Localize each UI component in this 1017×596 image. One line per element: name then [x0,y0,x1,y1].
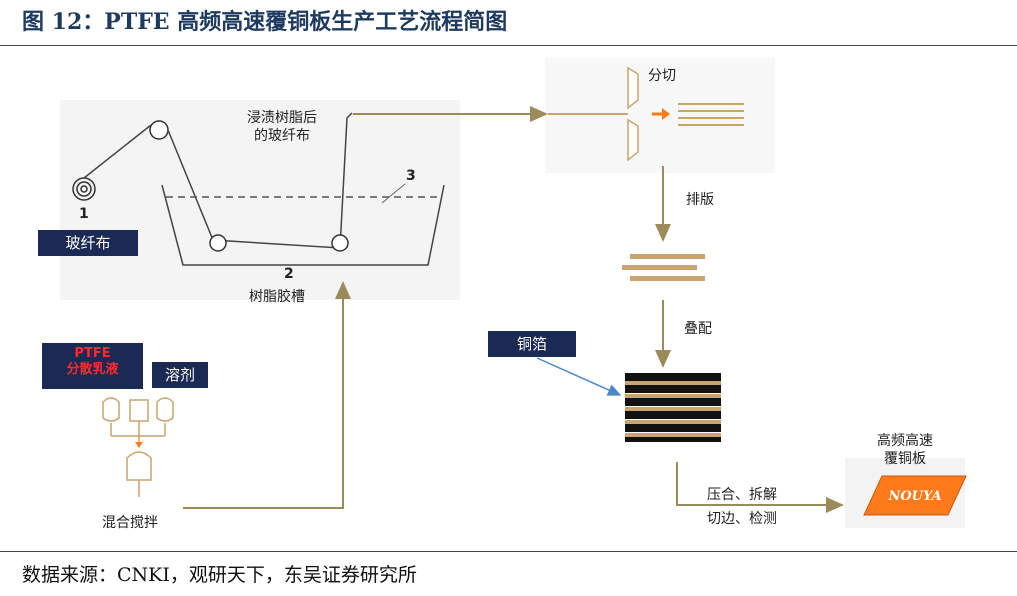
mixing-label: 混合搅拌 [102,515,158,531]
figure-title: 图 12：PTFE 高频高速覆铜板生产工艺流程简图 [22,9,508,35]
arrow-copper-foil [536,357,622,396]
brand-text: NOUYA [887,489,941,504]
copper-stack [625,373,721,442]
mixing-apparatus [102,397,174,497]
tank-pulley-left [209,234,227,252]
resin-tank [161,184,445,266]
cutting-label: 分切 [648,68,676,84]
solvent-label: 溶剂 [152,362,208,388]
glass-cloth-label: 玻纤布 [38,230,138,256]
press-line2: 切边、检测 [707,511,777,527]
top-pulley [149,120,169,140]
cutting-station [548,66,744,162]
top-rule [0,45,1017,46]
marker-3: 3 [406,168,416,184]
layout-label: 排版 [686,192,714,208]
laid-up-sheets [622,254,705,281]
marker-1: 1 [79,206,89,222]
press-line1: 压合、拆解 [707,487,777,503]
product-label: 高频高速 覆铜板 [862,432,948,468]
ptfe-emulsion-label: PTFE 分散乳液 [42,343,143,389]
mix-arrow-icon [135,442,143,448]
press-label: 压合、拆解 切边、检测 [690,483,794,531]
nouya-board: NOUYA [863,475,967,516]
impregnated-line1: 浸渍树脂后 [247,110,317,126]
product-line2: 覆铜板 [884,451,926,467]
product-line1: 高频高速 [877,433,933,449]
copper-foil-label: 铜箔 [488,331,576,357]
ptfe-line1: PTFE [74,346,111,361]
impregnation-panel-bg [60,100,460,300]
marker-2: 2 [284,266,294,282]
bottom-rule [0,551,1017,552]
leader-line-3 [381,183,406,204]
impregnated-line2: 的玻纤布 [254,128,310,144]
tank-pulley-right [331,234,349,252]
impregnated-cloth-label: 浸渍树脂后 的玻纤布 [232,109,332,145]
stacking-label: 叠配 [684,321,712,337]
source-note: 数据来源：CNKI，观研天下，东吴证券研究所 [22,564,417,586]
glass-cloth-roll [72,177,96,201]
resin-tank-label: 树脂胶槽 [249,289,305,305]
arrow-to-product [676,462,844,513]
arrow-resin-feed [183,281,351,509]
ptfe-line2: 分散乳液 [66,362,119,377]
